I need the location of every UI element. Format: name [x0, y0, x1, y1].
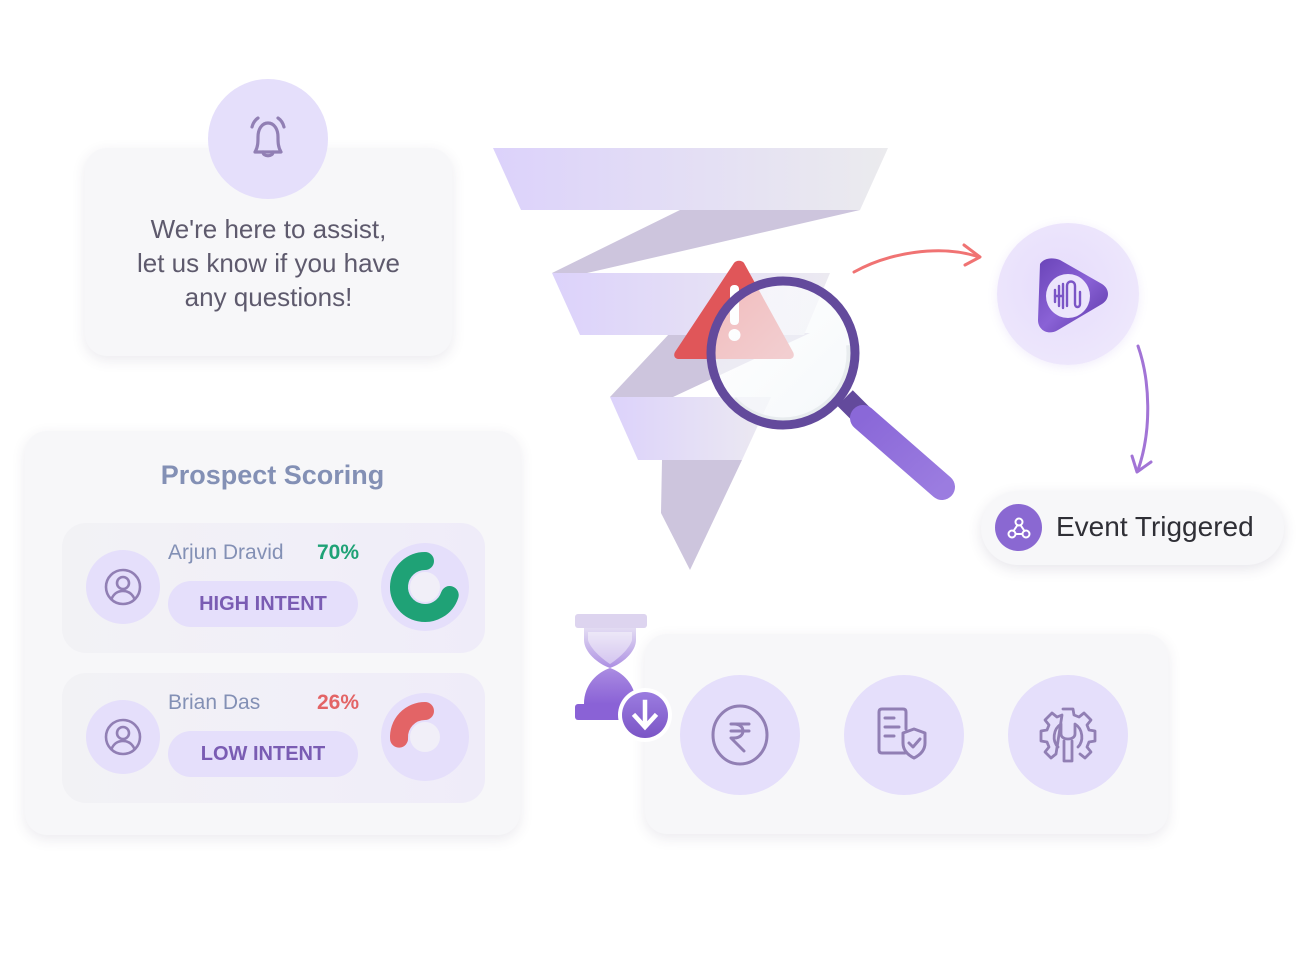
intent-badge: LOW INTENT — [168, 731, 358, 777]
prospect-name: Brian Das — [168, 691, 261, 714]
donut-hole — [410, 572, 440, 602]
bell-badge — [208, 79, 328, 199]
rupee-icon — [711, 704, 769, 766]
prospect-name: Arjun Dravid — [168, 541, 284, 564]
donut-arc — [390, 552, 459, 622]
donut-hole — [410, 722, 440, 752]
intent-badge: HIGH INTENT — [168, 581, 358, 627]
event-icon-badge — [995, 504, 1042, 551]
document-shield-icon — [877, 707, 927, 760]
arrow-right-icon — [852, 243, 982, 274]
prospect-scoring-title: Prospect Scoring — [160, 460, 385, 490]
tool-compliance[interactable] — [844, 675, 964, 795]
user-circle-icon — [104, 568, 142, 606]
support-message: We're here to assist, let us know if you… — [136, 214, 401, 312]
prospect-score: 26% — [317, 691, 360, 714]
funnel-slab — [661, 460, 742, 570]
funnel-slab — [610, 397, 771, 460]
magnifying-glass-icon — [706, 276, 955, 500]
funnel-slab — [552, 210, 860, 273]
donut-arc — [390, 702, 434, 748]
event-triggered-label: Event Triggered — [1056, 511, 1254, 542]
funnel-illustration — [493, 148, 955, 570]
funnel-slab — [493, 148, 888, 210]
prospect-score: 70% — [317, 541, 360, 564]
bell-icon — [250, 116, 286, 158]
hourglass-download-icon — [575, 614, 672, 742]
score-donut — [380, 692, 470, 782]
gear-wrench-icon — [1039, 707, 1097, 763]
voice-ai-logo-icon — [1038, 258, 1108, 333]
arrow-down-icon — [1130, 344, 1153, 474]
webhook-icon — [1007, 517, 1030, 538]
avatar — [86, 550, 160, 624]
tool-settings[interactable] — [1008, 675, 1128, 795]
avatar — [86, 700, 160, 774]
tool-pricing[interactable] — [680, 675, 800, 795]
score-donut — [380, 542, 470, 632]
flow-arrows — [852, 243, 1153, 474]
user-circle-icon — [104, 718, 142, 756]
